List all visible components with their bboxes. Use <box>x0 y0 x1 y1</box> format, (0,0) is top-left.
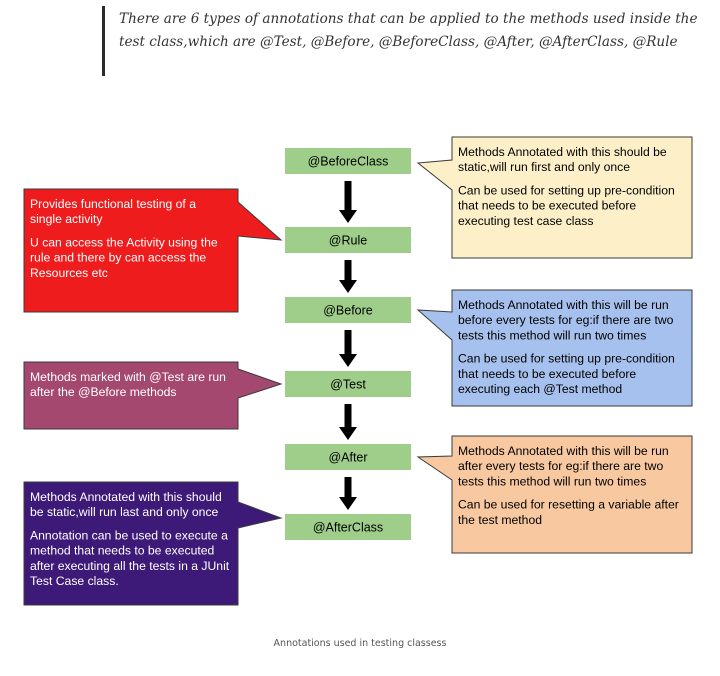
node-beforeclass <box>285 148 411 174</box>
node-label-rule: @Rule <box>329 234 367 248</box>
node-label-beforeclass: @BeforeClass <box>308 155 389 169</box>
node-label-afterclass: @AfterClass <box>313 521 383 535</box>
callout-after <box>416 435 693 554</box>
callout-rule <box>23 188 283 313</box>
flow-arrow-5 <box>339 477 357 510</box>
flow-arrow-3 <box>339 330 357 367</box>
node-label-after: @After <box>328 451 367 465</box>
callout-beforeclass <box>416 136 693 259</box>
intro-text: There are 6 types of annotations that ca… <box>119 11 698 50</box>
intro-quote: There are 6 types of annotations that ca… <box>102 6 702 76</box>
node-label-test: @Test <box>330 378 366 392</box>
node-before <box>285 297 411 323</box>
flow-arrow-2 <box>339 260 357 293</box>
callout-before <box>416 289 693 407</box>
node-afterclass <box>285 514 411 540</box>
node-after <box>285 444 411 470</box>
node-rule <box>285 227 411 253</box>
callout-afterclass <box>23 481 283 606</box>
flow-arrow-1 <box>339 181 357 223</box>
node-test <box>285 371 411 397</box>
flow-arrow-4 <box>339 404 357 440</box>
callout-test <box>23 361 283 430</box>
node-label-before: @Before <box>323 304 373 318</box>
figure-caption: Annotations used in testing classess <box>273 638 447 649</box>
